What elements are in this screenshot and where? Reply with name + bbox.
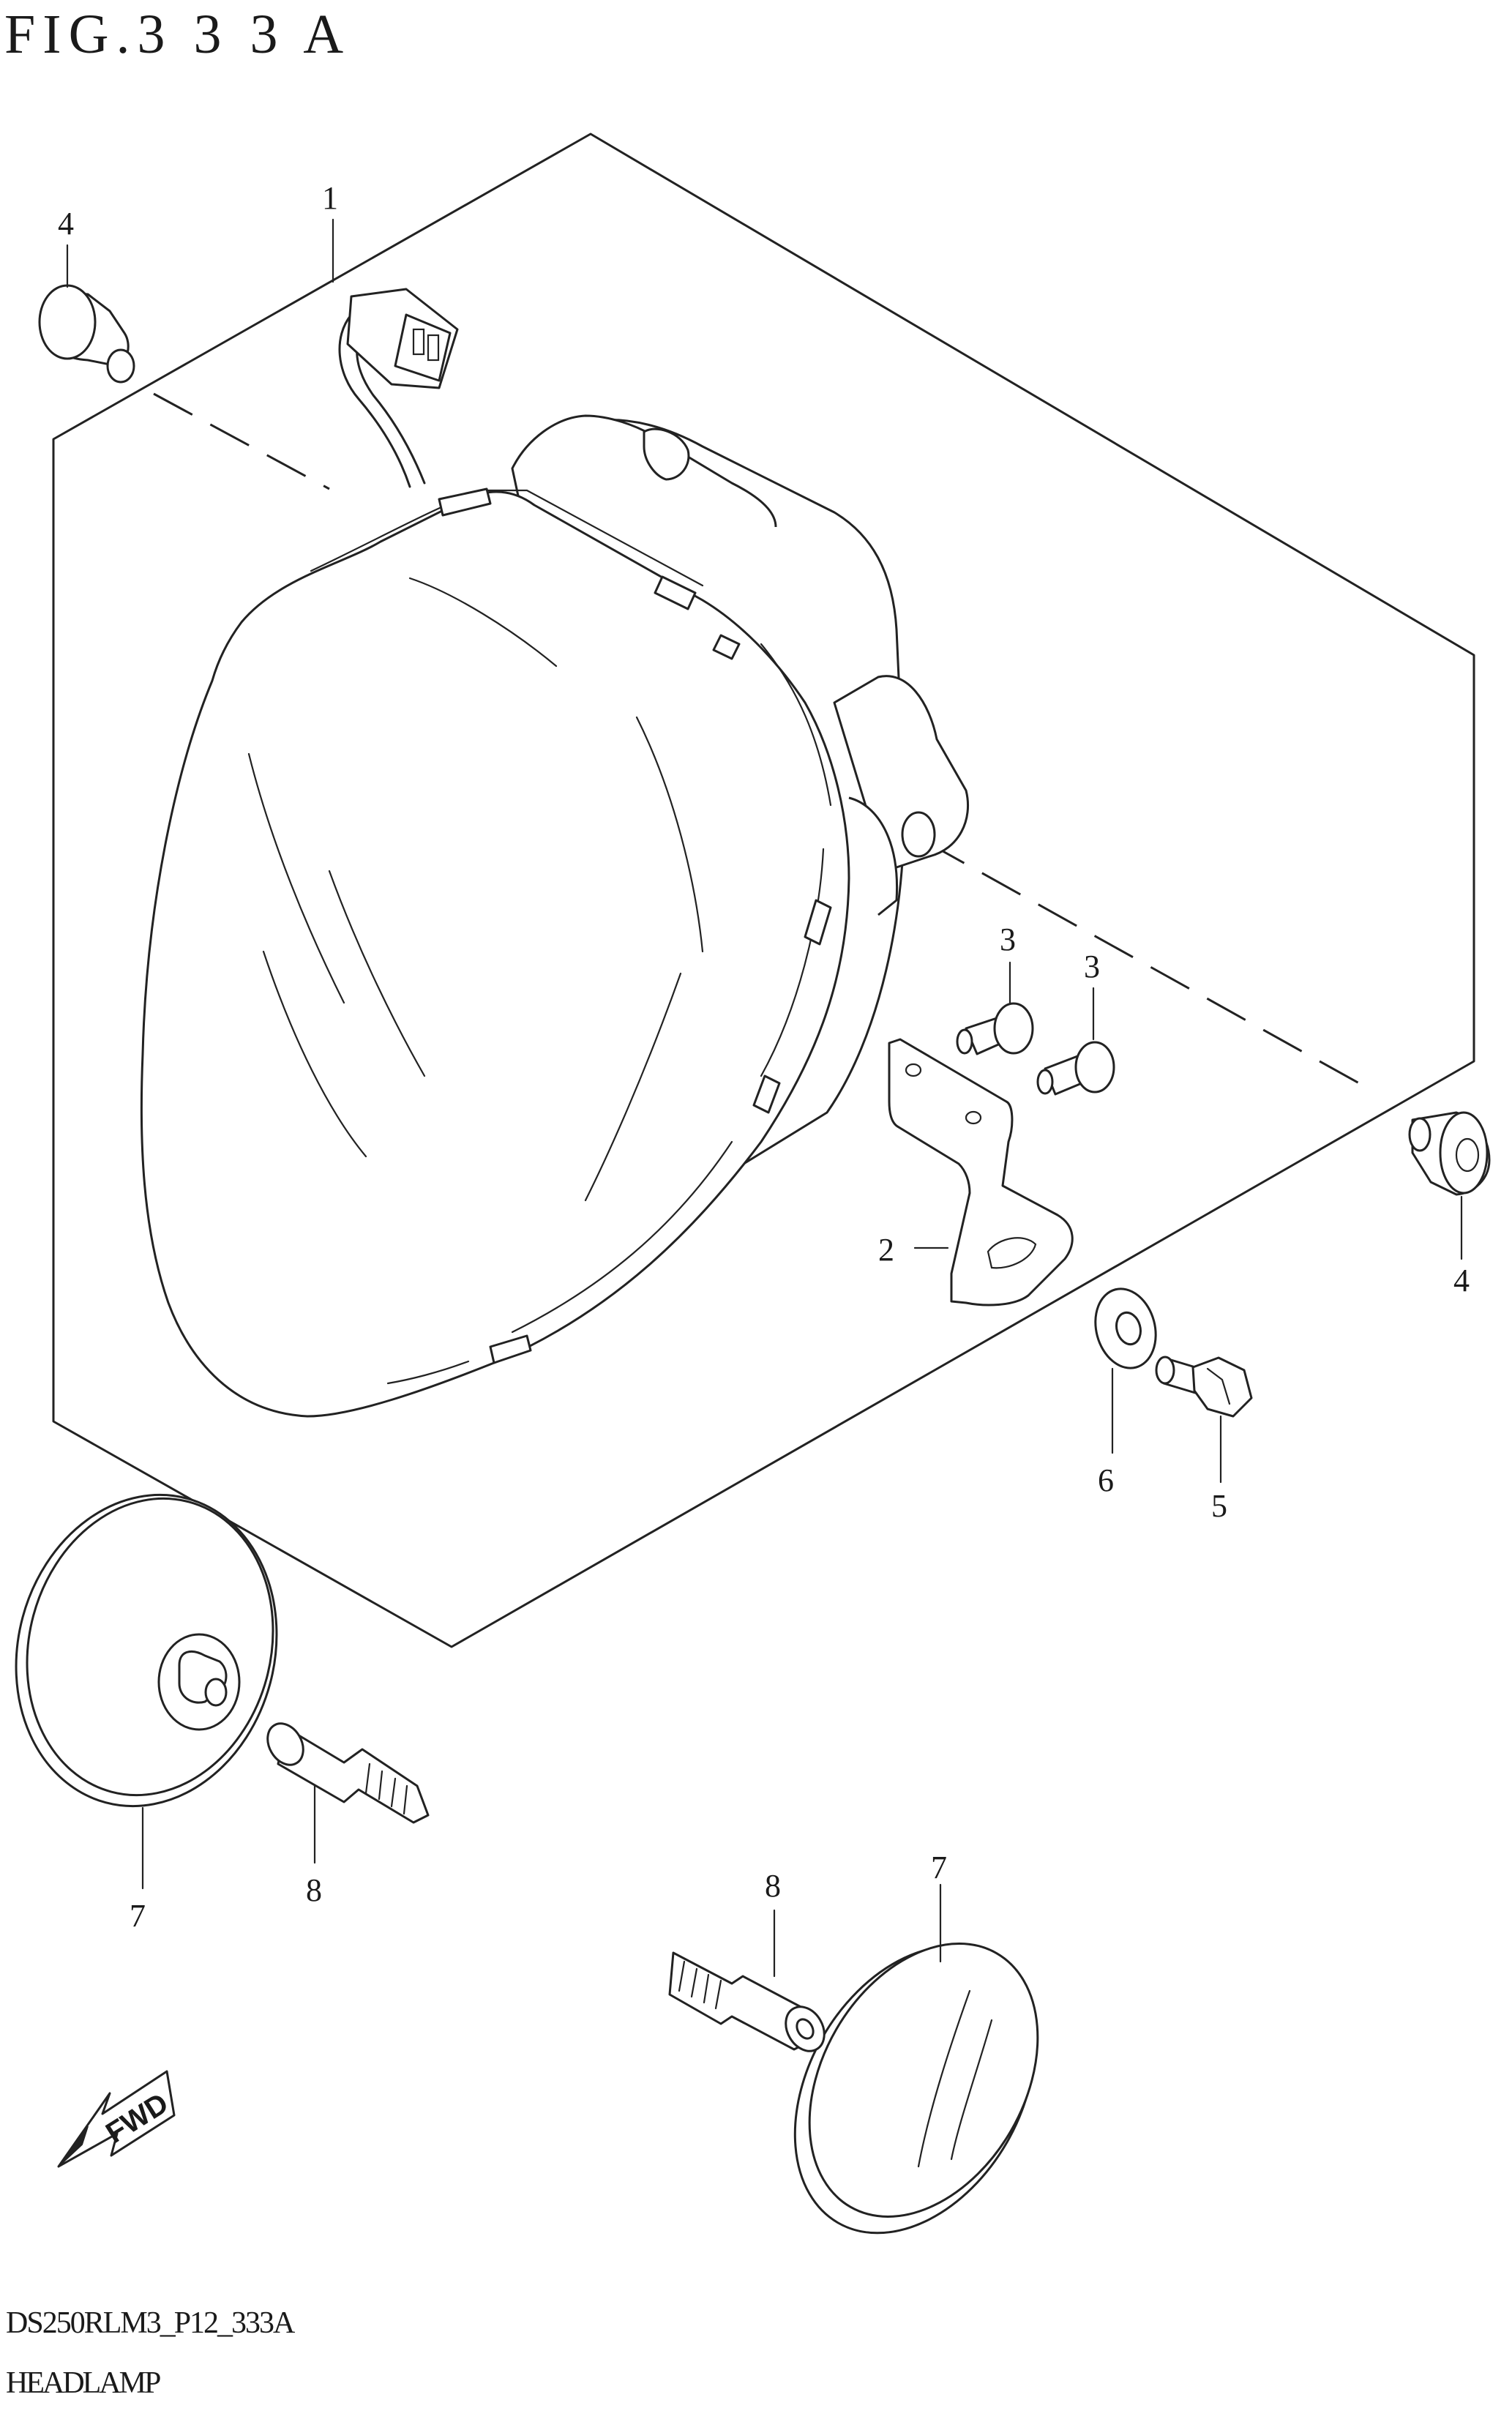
callout-6: 6 [1098, 1462, 1114, 1498]
headlamp-assembly[interactable] [140, 288, 970, 1418]
callout-5: 5 [1211, 1488, 1227, 1524]
figure-title: FIG.3 3 3 A [4, 4, 351, 65]
reflector-left[interactable] [0, 1465, 311, 1836]
callout-4a: 4 [58, 206, 74, 242]
callout-4b: 4 [1453, 1263, 1470, 1298]
callout-8a: 8 [306, 1872, 322, 1908]
flange-bolt[interactable] [1155, 1356, 1253, 1418]
grommet-right[interactable] [1408, 1111, 1491, 1196]
washer[interactable] [1087, 1282, 1164, 1375]
mount-axis-left [153, 392, 330, 490]
diagram-code: DS250RLM3_P12_333A [6, 2306, 295, 2340]
stud-left[interactable] [261, 1717, 430, 1824]
fwd-arrow-icon: FWD [57, 2070, 176, 2168]
callout-2: 2 [878, 1232, 894, 1268]
assembly-outline [52, 132, 1475, 1648]
headlamp-bracket[interactable] [888, 1038, 1074, 1306]
screw-1[interactable] [956, 1002, 1034, 1055]
stud-right[interactable] [668, 1951, 832, 2058]
grommet-left[interactable] [38, 284, 135, 384]
callout-3a: 3 [1000, 921, 1016, 957]
callout-7b: 7 [931, 1850, 947, 1885]
reflector-right[interactable] [746, 1903, 1084, 2276]
callout-3b: 3 [1084, 949, 1100, 984]
callout-7a: 7 [130, 1898, 146, 1934]
callout-1: 1 [322, 180, 338, 216]
mount-axis-right [925, 840, 1373, 1092]
callout-8b: 8 [765, 1868, 781, 1904]
screw-2[interactable] [1036, 1041, 1115, 1096]
diagram-name: HEADLAMP [6, 2366, 161, 2400]
